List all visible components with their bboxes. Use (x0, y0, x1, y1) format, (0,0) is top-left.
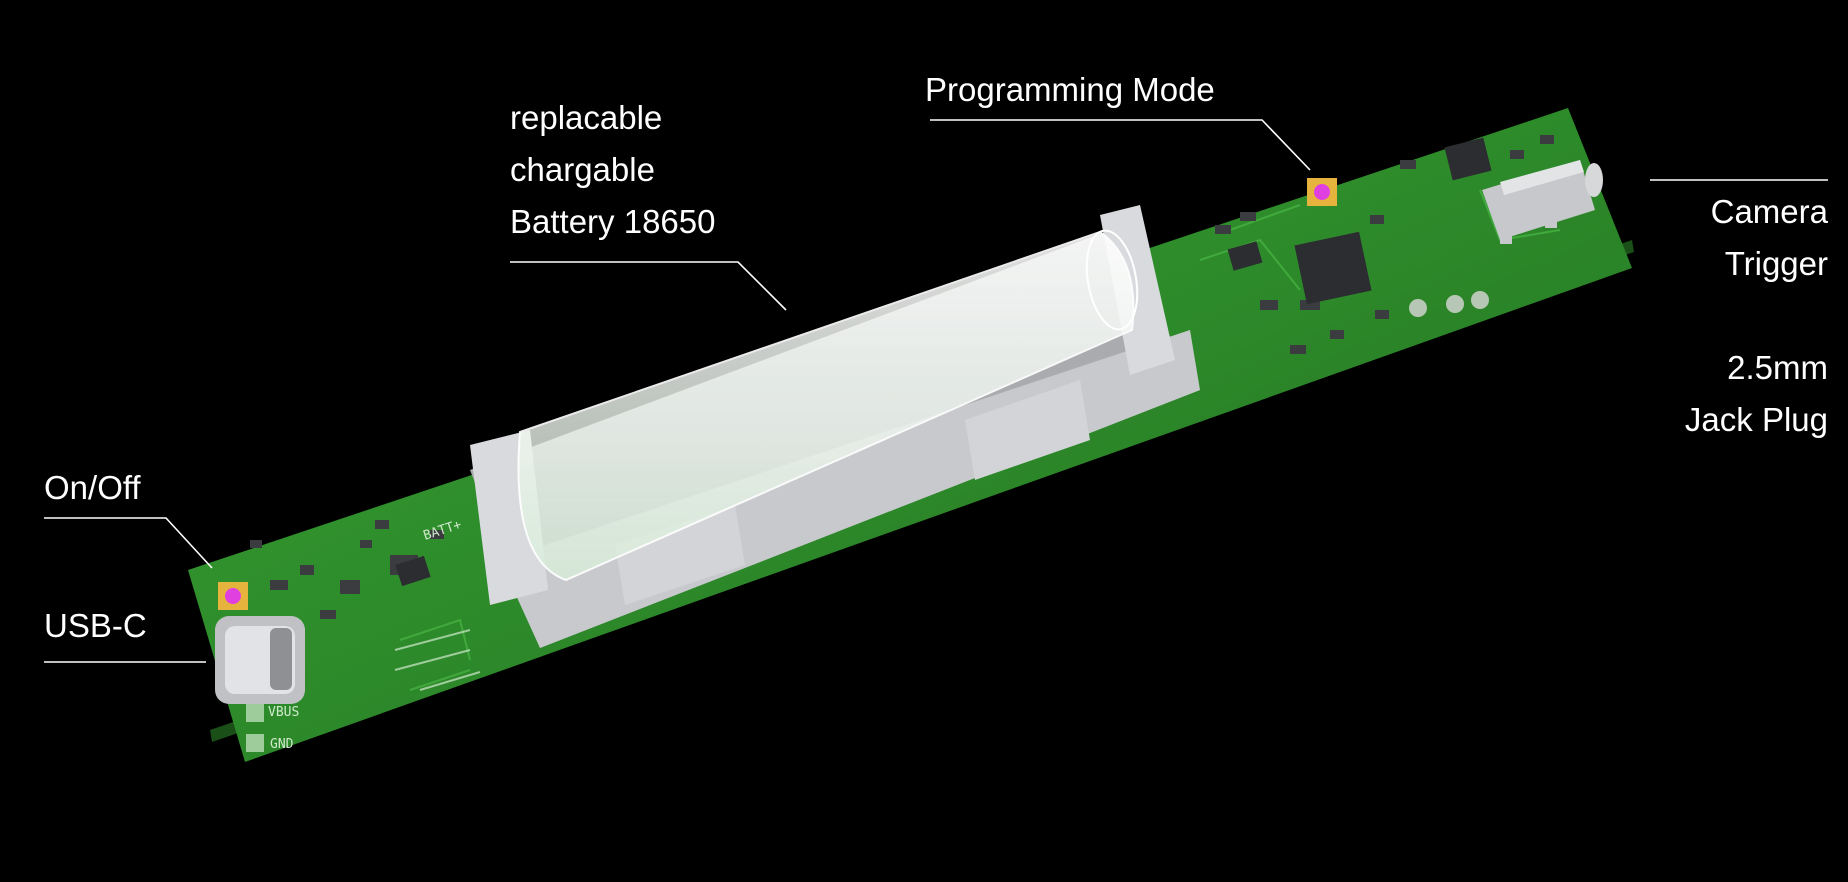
battery-cap (1085, 229, 1139, 331)
silk-gnd: GND (270, 737, 294, 752)
test-pad-2 (1446, 295, 1464, 313)
silk-vbus: VBUS (268, 705, 299, 720)
mcu-chip (1294, 231, 1372, 305)
leader-onoff (44, 517, 213, 569)
programming-button (1307, 178, 1337, 206)
small-ic (1444, 137, 1492, 181)
callout-camera: Camera Trigger (1711, 186, 1828, 290)
small-ic-2 (1227, 241, 1263, 271)
callout-usbc-text: USB-C (44, 607, 147, 644)
vbus-pad (246, 704, 264, 722)
leader-battery (510, 261, 787, 311)
smd-components-right (1215, 135, 1554, 354)
holder-clip-2 (965, 380, 1090, 480)
callout-battery: replacable chargable Battery 18650 (510, 92, 715, 248)
onoff-button (218, 582, 248, 610)
test-pad-1 (1409, 299, 1427, 317)
callout-jack: 2.5mm Jack Plug (1685, 342, 1828, 446)
battery-cell (517, 230, 1135, 582)
regulator-chip (395, 555, 431, 587)
callout-onoff: On/Off (44, 462, 141, 514)
silk-outline (394, 629, 481, 691)
callout-camera-line-2: Trigger (1724, 245, 1828, 282)
holder-clip-1 (615, 505, 745, 605)
callout-battery-line-1: replacable (510, 99, 663, 136)
callout-battery-line-2: chargable (510, 151, 655, 188)
callout-programming-text: Programming Mode (925, 71, 1215, 108)
callout-jack-line-2: Jack Plug (1684, 401, 1828, 438)
callout-battery-line-3: Battery 18650 (510, 203, 716, 240)
test-pad-3 (1471, 291, 1489, 309)
callout-onoff-text: On/Off (44, 469, 141, 506)
callout-jack-line-1: 2.5mm (1727, 349, 1828, 386)
callout-programming: Programming Mode (925, 64, 1215, 116)
callout-camera-line-1: Camera (1710, 193, 1828, 230)
gnd-pad (246, 734, 264, 752)
leader-lines (44, 119, 1828, 663)
leader-programming (930, 119, 1311, 171)
usb-c-connector (215, 616, 305, 704)
jack-plug (1482, 160, 1603, 244)
callout-usbc: USB-C (44, 600, 147, 652)
